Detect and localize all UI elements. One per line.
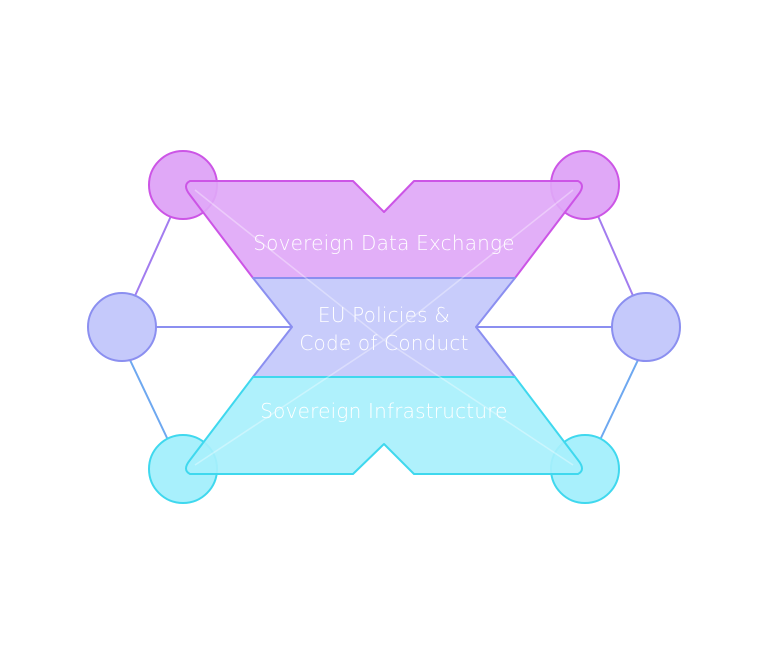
inner-line-left-diag <box>194 189 385 341</box>
label-eu-policies-line2: Code of Conduct <box>299 331 468 355</box>
connector-right-top <box>597 215 635 299</box>
connector-lines <box>129 215 639 441</box>
inner-line-right-diag <box>383 189 574 341</box>
band-sovereign-infrastructure <box>185 376 583 475</box>
inner-line-right-low <box>383 339 574 466</box>
band-sovereign-data-exchange <box>185 180 583 279</box>
inner-lines <box>194 189 574 466</box>
connector-right-bottom <box>599 359 639 441</box>
label-sovereign-data-exchange: Sovereign Data Exchange <box>253 231 515 255</box>
label-eu-policies-line1: EU Policies & <box>318 303 450 327</box>
node-middle-right <box>611 292 681 362</box>
inner-line-left-low <box>194 339 385 466</box>
connector-left-bottom <box>129 359 169 441</box>
label-sovereign-infrastructure: Sovereign Infrastructure <box>260 399 507 423</box>
x-band-shape <box>185 180 583 475</box>
band-eu-policies <box>252 277 516 378</box>
connector-left-top <box>133 215 172 299</box>
node-middle-left <box>87 292 157 362</box>
